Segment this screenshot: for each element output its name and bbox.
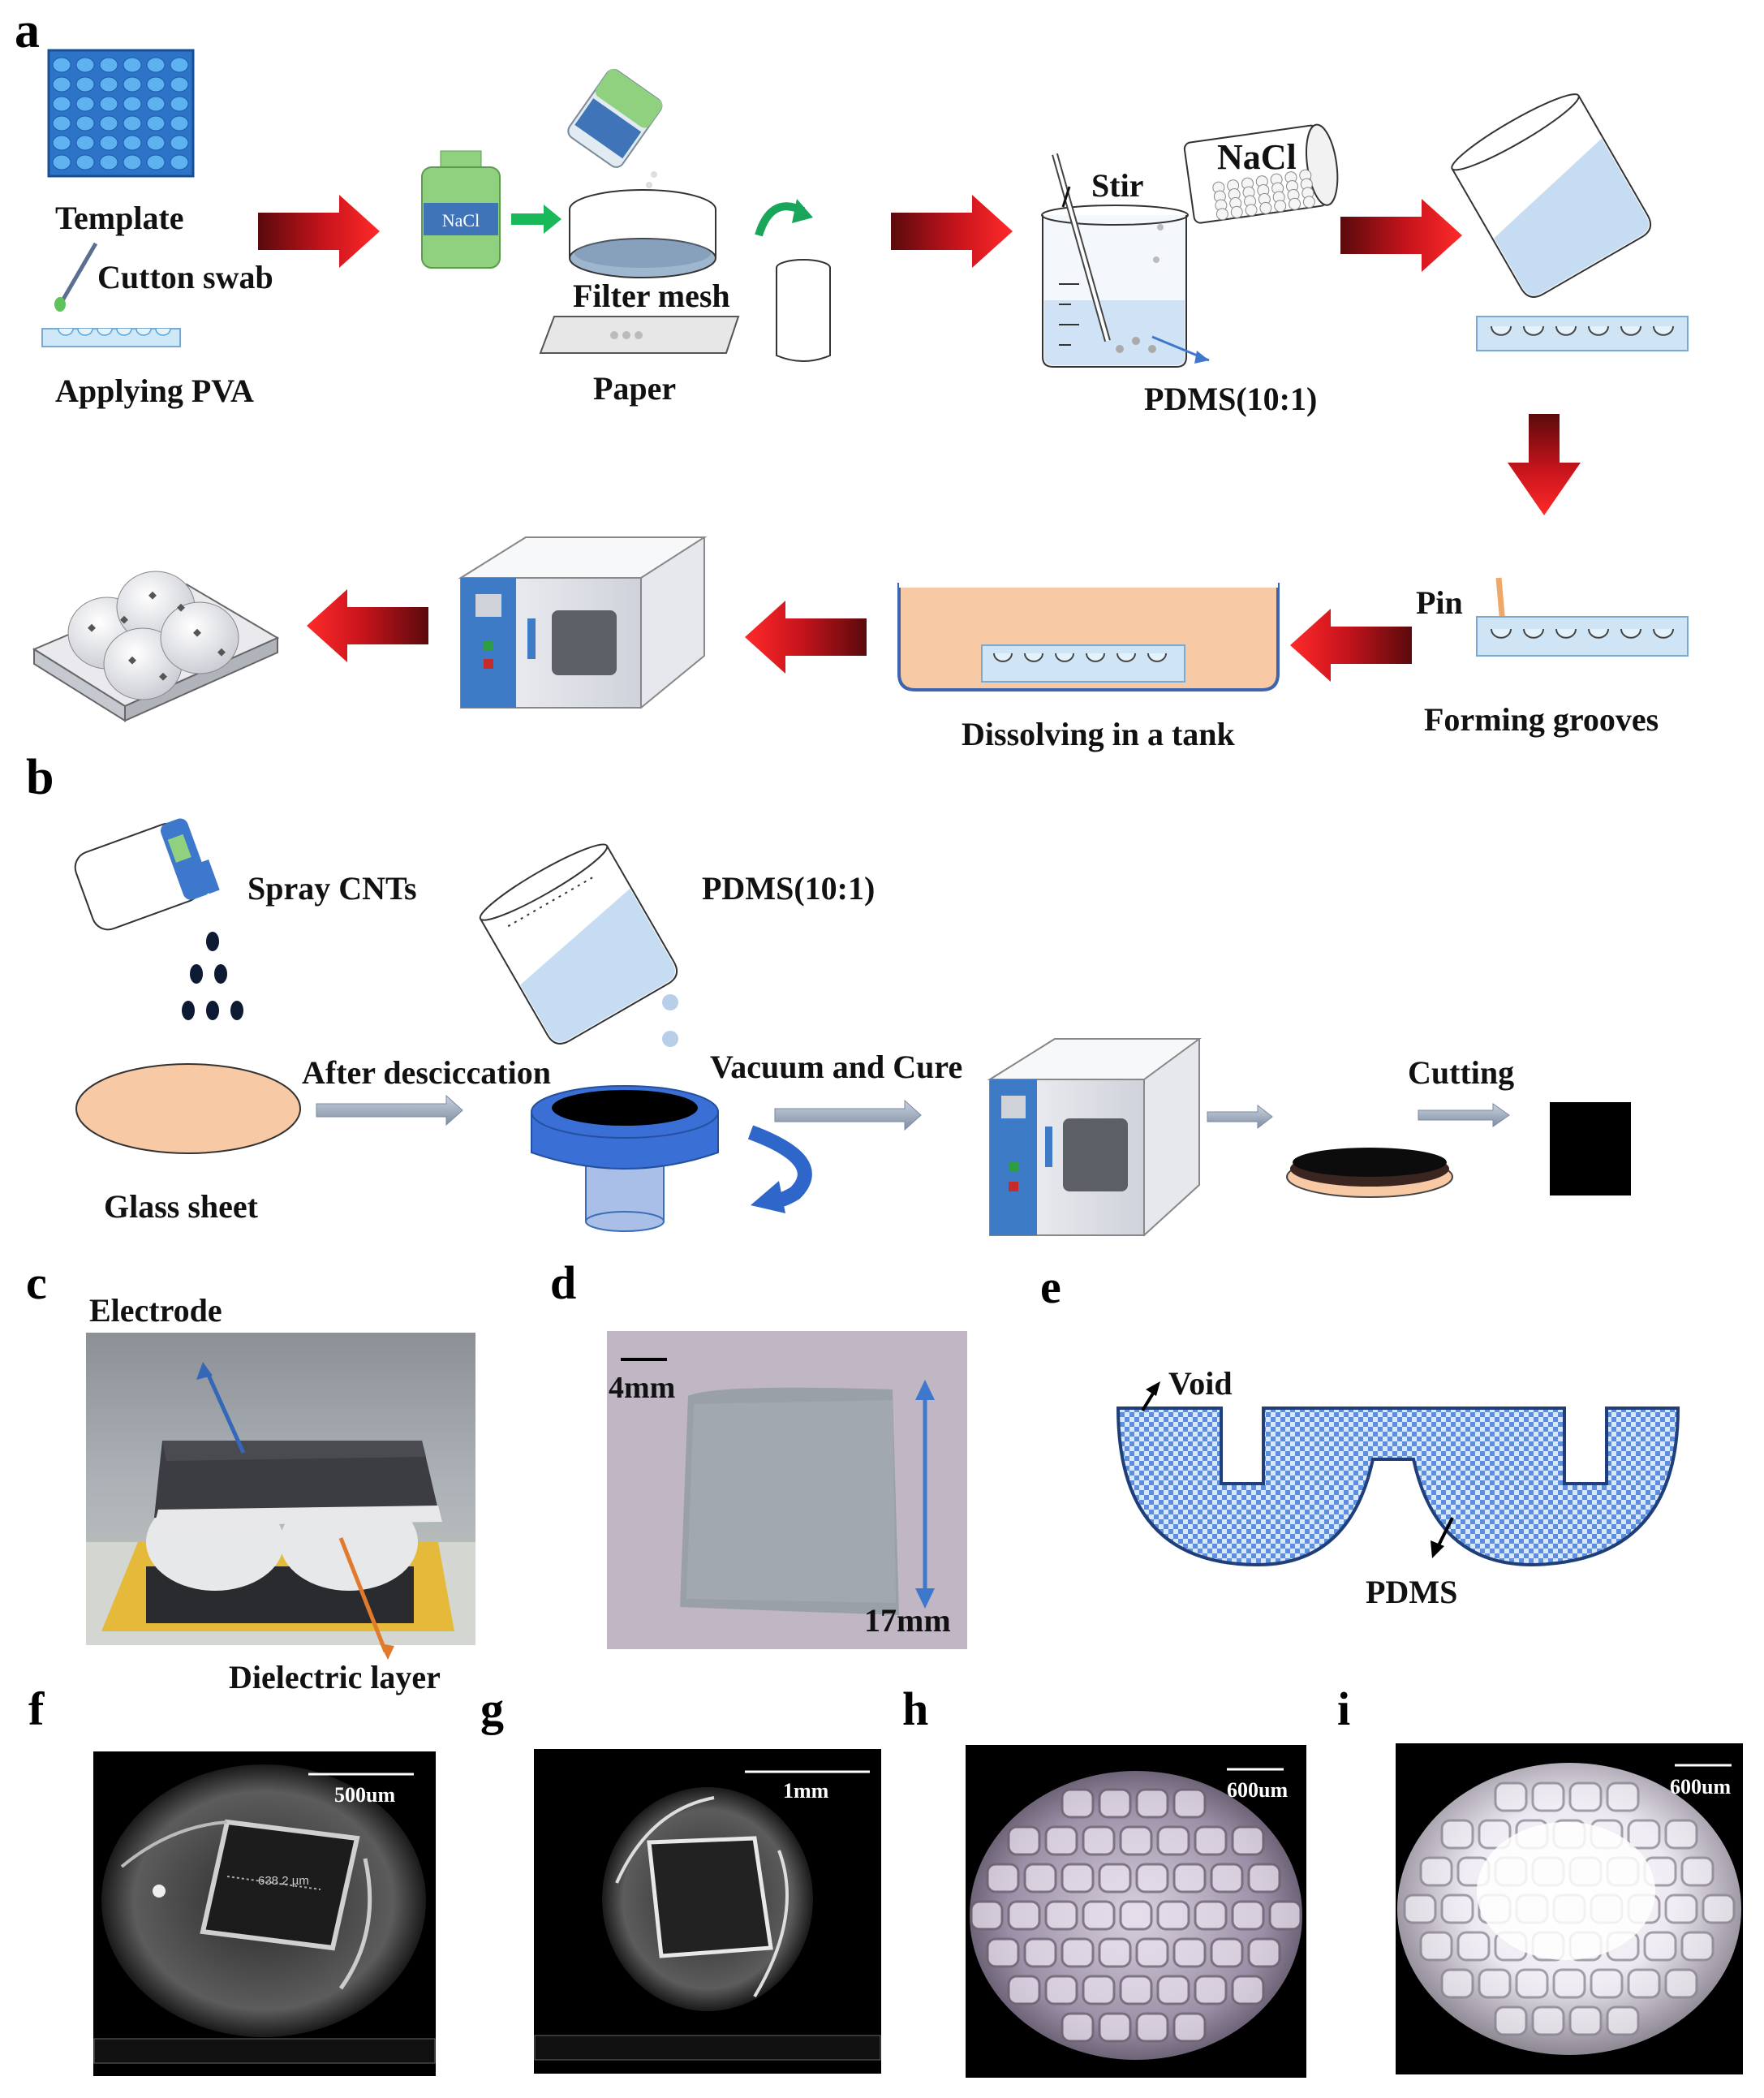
coated-disk-icon: [1286, 1148, 1453, 1198]
nacl-container-icon: [1183, 123, 1339, 224]
sem-info-bar-g: [534, 2035, 881, 2061]
process-arrow-6: [307, 589, 428, 662]
after-label: After desciccation: [302, 1054, 551, 1091]
panel-f-letter: f: [28, 1682, 45, 1735]
oven-icon-1: [458, 536, 708, 709]
oven-icon-2: [987, 1038, 1203, 1237]
scale-i-label: 600um: [1670, 1775, 1731, 1799]
cnt-drops: [182, 932, 243, 1020]
scale-g-label: 1mm: [783, 1779, 829, 1803]
pva-bumps: [58, 328, 171, 336]
grooves-label: Forming grooves: [1424, 701, 1659, 738]
cup-icon: [776, 259, 831, 362]
device-photo: [86, 1333, 475, 1645]
process-arrow-4: [1290, 609, 1412, 682]
spray-label: Spray CNTs: [247, 870, 417, 907]
scale-h-label: 600um: [1227, 1778, 1288, 1802]
nacl-bottle-label: NaCl: [442, 210, 480, 230]
cell-pattern-h: [970, 1788, 1302, 2043]
stir-label: Stir: [1091, 167, 1143, 204]
pva-label: Applying PVA: [55, 373, 254, 409]
pouring-beaker-icon: [1451, 93, 1652, 298]
panel-i: i 600um: [1337, 1682, 1743, 2074]
dielectric-label: Dielectric layer: [229, 1659, 441, 1695]
dielectric-arrow: [338, 1537, 388, 1652]
scale-f-label: 500um: [334, 1783, 395, 1807]
panel-d-letter: d: [550, 1256, 576, 1309]
cutting-label: Cutting: [1408, 1054, 1514, 1091]
pdms-mix-label: PDMS(10:1): [1144, 381, 1317, 417]
cotton-swab-icon: [54, 242, 98, 312]
size-d-label: 17mm: [864, 1602, 951, 1639]
paper-label: Paper: [593, 370, 676, 407]
spray-bottle-icon: [74, 818, 220, 931]
template-grid: [47, 49, 195, 178]
process-arrow-2: [891, 195, 1013, 268]
measure-f-label: 638.2 µm: [258, 1874, 309, 1888]
glass-label: Glass sheet: [104, 1188, 259, 1225]
spin-coater-icon: [531, 1085, 719, 1232]
cut-sample: [1550, 1102, 1631, 1195]
powder-bottle-icon: [567, 68, 663, 168]
green-arrow: [511, 205, 561, 234]
pdms-beaker-icon: [479, 843, 678, 1045]
panel-a-letter: a: [15, 3, 40, 58]
swab-label: Cutton swab: [97, 259, 273, 295]
process-arrow-down: [1508, 414, 1581, 515]
panel-b: b Spray CNTs Glass sheet After desciccat…: [26, 750, 1631, 1237]
electrode-label: Electrode: [89, 1292, 222, 1329]
process-arrow-1: [258, 195, 380, 268]
vacuum-label: Vacuum and Cure: [710, 1049, 962, 1085]
gray-arrow-3: [1207, 1104, 1273, 1130]
dissolving-tank: [897, 583, 1280, 691]
scale-d-label: 4mm: [609, 1371, 675, 1405]
gray-arrow-2: [774, 1099, 922, 1131]
panel-e: e Void PDMS: [1040, 1260, 1680, 1610]
panel-h-letter: h: [902, 1682, 928, 1735]
filter-mesh-label: Filter mesh: [573, 278, 730, 314]
template-label: Template: [55, 200, 184, 236]
pdms-b-label: PDMS(10:1): [702, 870, 875, 907]
dome-structure-icon: [32, 571, 280, 722]
gray-arrow-1: [316, 1094, 463, 1127]
panel-d: d 4mm 17mm: [550, 1256, 967, 1649]
gray-arrow-4: [1418, 1103, 1510, 1127]
panel-g: g 1mm: [480, 1682, 881, 2074]
mold-plate-2: [1476, 616, 1689, 657]
glass-sheet-icon: [75, 1063, 301, 1154]
pin-label: Pin: [1416, 584, 1463, 621]
nacl-container-label: NaCl: [1217, 137, 1297, 177]
void-label: Void: [1168, 1365, 1233, 1402]
panel-a: a Template Cutton swab Applying PVA NaCl…: [15, 3, 1689, 752]
panel-h: h 600um: [902, 1682, 1306, 2078]
electrode-arrow: [204, 1370, 246, 1454]
process-arrow-3: [1340, 199, 1462, 272]
panel-e-letter: e: [1040, 1260, 1061, 1313]
panel-f: f 638.2 µm 500um: [28, 1682, 436, 2076]
panel-g-letter: g: [480, 1682, 504, 1735]
stir-beaker-icon: [1041, 153, 1189, 368]
mold-plate-1: [1476, 316, 1689, 351]
sem-info-bar-f: [93, 2038, 436, 2064]
process-arrow-5: [745, 601, 867, 674]
pdms-e-label: PDMS: [1366, 1574, 1457, 1610]
sample-photo: [607, 1331, 967, 1649]
nacl-bottle-icon: [421, 150, 501, 269]
panel-c-letter: c: [26, 1256, 47, 1309]
cross-section-shape: [1116, 1407, 1680, 1567]
filter-mesh-icon: [569, 189, 716, 278]
panel-c: c Electrode Dielectric layer: [26, 1256, 475, 1695]
tank-label: Dissolving in a tank: [962, 716, 1236, 752]
panel-i-letter: i: [1337, 1682, 1350, 1735]
panel-b-letter: b: [26, 750, 54, 805]
